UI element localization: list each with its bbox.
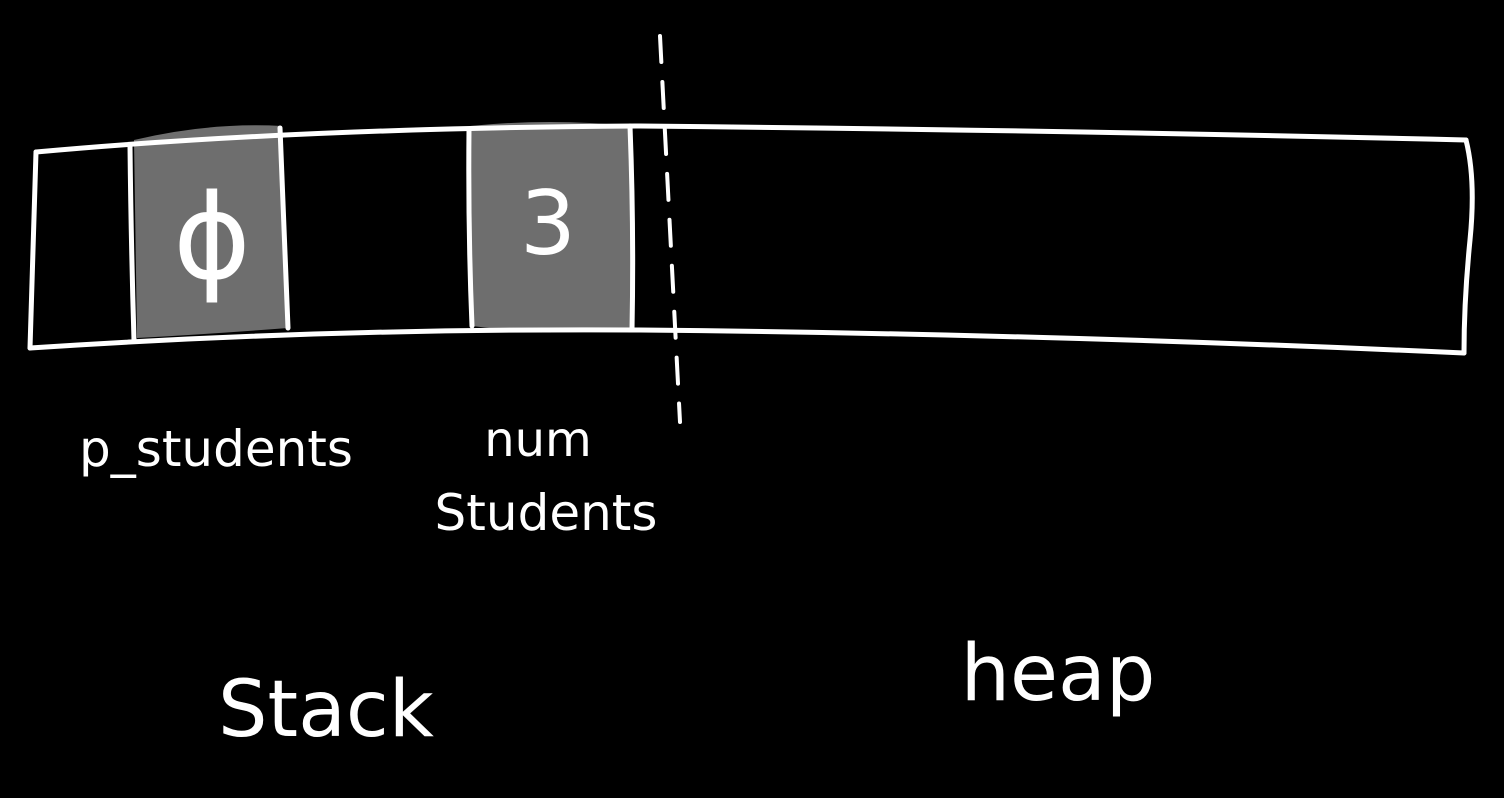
num-students-value: 3 <box>520 172 576 275</box>
p-students-value: ϕ <box>173 168 251 306</box>
cell-divider-1 <box>127 143 137 343</box>
stack-heap-divider <box>658 34 682 424</box>
cell-divider-4 <box>627 123 636 333</box>
num-students-label-line1: num <box>484 412 592 468</box>
memory-strip-left-edge <box>27 149 39 351</box>
heap-label: heap <box>961 629 1156 719</box>
p-students-cell <box>134 125 288 338</box>
memory-strip-right-edge <box>1461 137 1475 356</box>
cell-divider-3 <box>466 127 475 329</box>
memory-strip-top-edge <box>33 123 1469 155</box>
memory-strip-bottom-edge <box>27 327 1467 356</box>
num-students-label-line2: Students <box>435 484 658 542</box>
stack-label: Stack <box>218 665 434 755</box>
p-students-label: p_students <box>79 420 353 478</box>
num-students-cell <box>470 122 632 333</box>
cell-divider-2 <box>277 125 291 331</box>
